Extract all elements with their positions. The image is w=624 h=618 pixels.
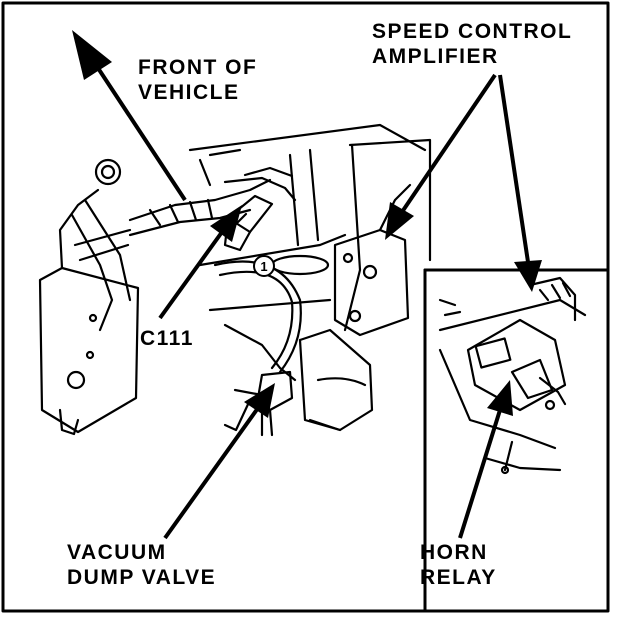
horn-label-line1: HORN [420,541,488,564]
speed-control-amplifier-label: SPEED CONTROL AMPLIFIER [372,19,572,69]
horn-label-line2: RELAY [420,566,497,589]
amplifier-arrow-2 [498,74,542,292]
front-of-vehicle-label: FRONT OF VEHICLE [138,55,257,105]
steering-column [188,123,432,437]
horn-relay-label: HORN RELAY [420,540,497,590]
left-bracket [38,158,140,436]
speed-label-line1: SPEED CONTROL [372,20,573,43]
marker-number: 1 [260,259,267,274]
vacuum-label-line2: DUMP VALVE [67,566,217,589]
vacuum-dump-valve-label: VACUUM DUMP VALVE [67,540,216,590]
diagram-frame [1,1,610,613]
vacuum-arrow [163,383,275,540]
c111-arrow [158,205,242,320]
horn-arrow [458,380,513,539]
leader-arrows [72,30,542,540]
vacuum-dump-valve [213,260,302,437]
front-arrow [72,30,187,202]
front-label-line1: FRONT OF [138,56,258,79]
front-label-line2: VEHICLE [138,81,240,104]
reference-marker: 1 [253,255,275,277]
speed-label-line2: AMPLIFIER [372,45,499,68]
speed-control-amplifier [333,183,412,337]
vacuum-label-line1: VACUUM [67,541,167,564]
c111-label: C111 [140,327,194,350]
amplifier-arrow [385,73,497,240]
